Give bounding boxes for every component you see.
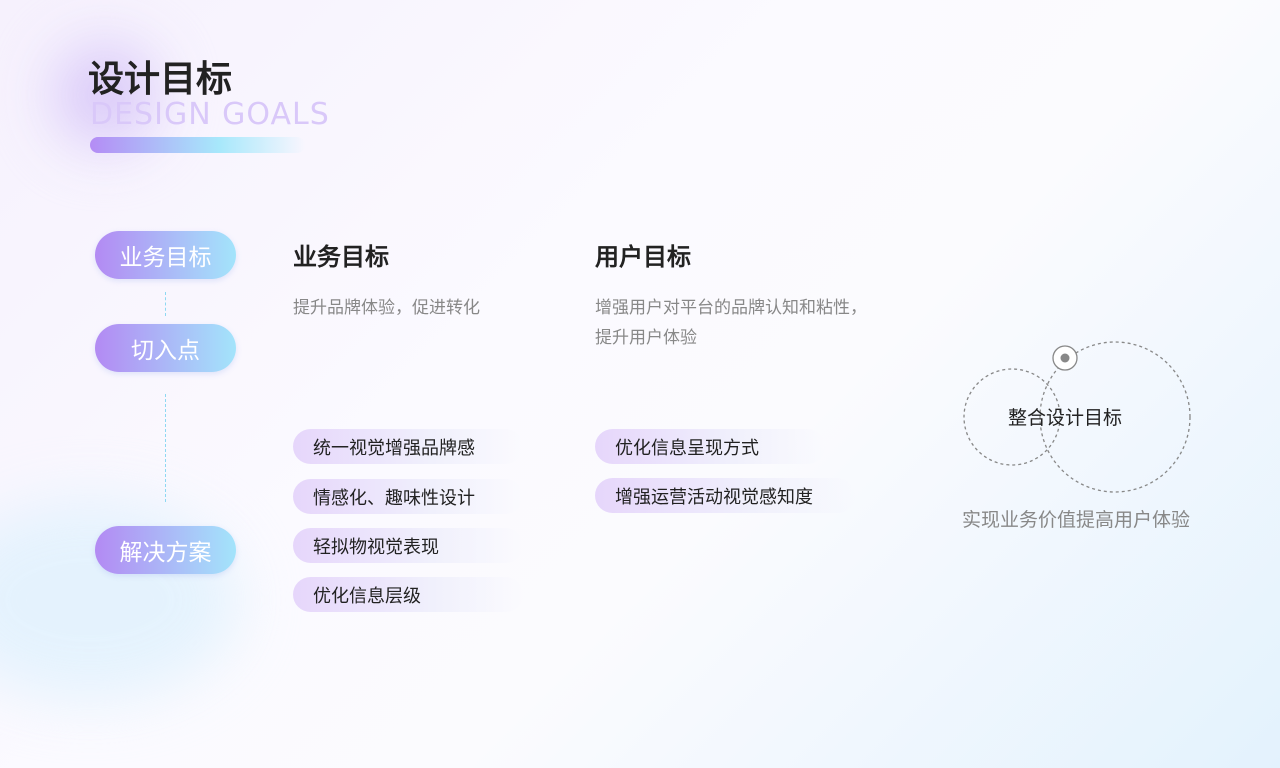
tag-item: 优化信息呈现方式 — [595, 429, 825, 464]
column-desc-user: 增强用户对平台的品牌认知和粘性， 提升用户体验 — [595, 293, 867, 353]
column-heading-user: 用户目标 — [595, 243, 691, 271]
tag-item: 统一视觉增强品牌感 — [293, 429, 523, 464]
tag-item: 轻拟物视觉表现 — [293, 528, 523, 563]
tag-item: 优化信息层级 — [293, 577, 523, 612]
desc-line: 增强用户对平台的品牌认知和粘性， — [595, 298, 867, 318]
venn-caption: 实现业务价值提高用户体验 — [961, 509, 1190, 531]
step-label: 业务目标 — [119, 245, 212, 271]
tag-item: 情感化、趣味性设计 — [293, 479, 523, 514]
step-pill-business-goal: 业务目标 — [95, 231, 236, 279]
step-pill-solution: 解决方案 — [95, 526, 236, 574]
column-desc-business: 提升品牌体验，促进转化 — [293, 293, 480, 323]
desc-line: 提升用户体验 — [595, 328, 697, 348]
tag-item: 增强运营活动视觉感知度 — [595, 478, 855, 513]
desc-line: 提升品牌体验，促进转化 — [293, 298, 480, 318]
connector-line — [165, 394, 166, 502]
venn-circle-user — [1039, 341, 1191, 493]
page-subtitle-en: DESIGN GOALS — [90, 97, 330, 132]
step-label: 切入点 — [131, 338, 200, 364]
venn-diagram — [963, 341, 1191, 493]
venn-center-label: 整合设计目标 — [1007, 407, 1122, 429]
step-label: 解决方案 — [119, 540, 212, 566]
step-pill-entry-point: 切入点 — [95, 324, 236, 372]
venn-circle-business — [963, 368, 1061, 466]
connector-line — [165, 292, 166, 316]
column-heading-business: 业务目标 — [293, 243, 389, 271]
page-title: 设计目标 — [88, 59, 233, 100]
target-dot — [1060, 353, 1070, 363]
title-underline-bar — [90, 137, 305, 153]
